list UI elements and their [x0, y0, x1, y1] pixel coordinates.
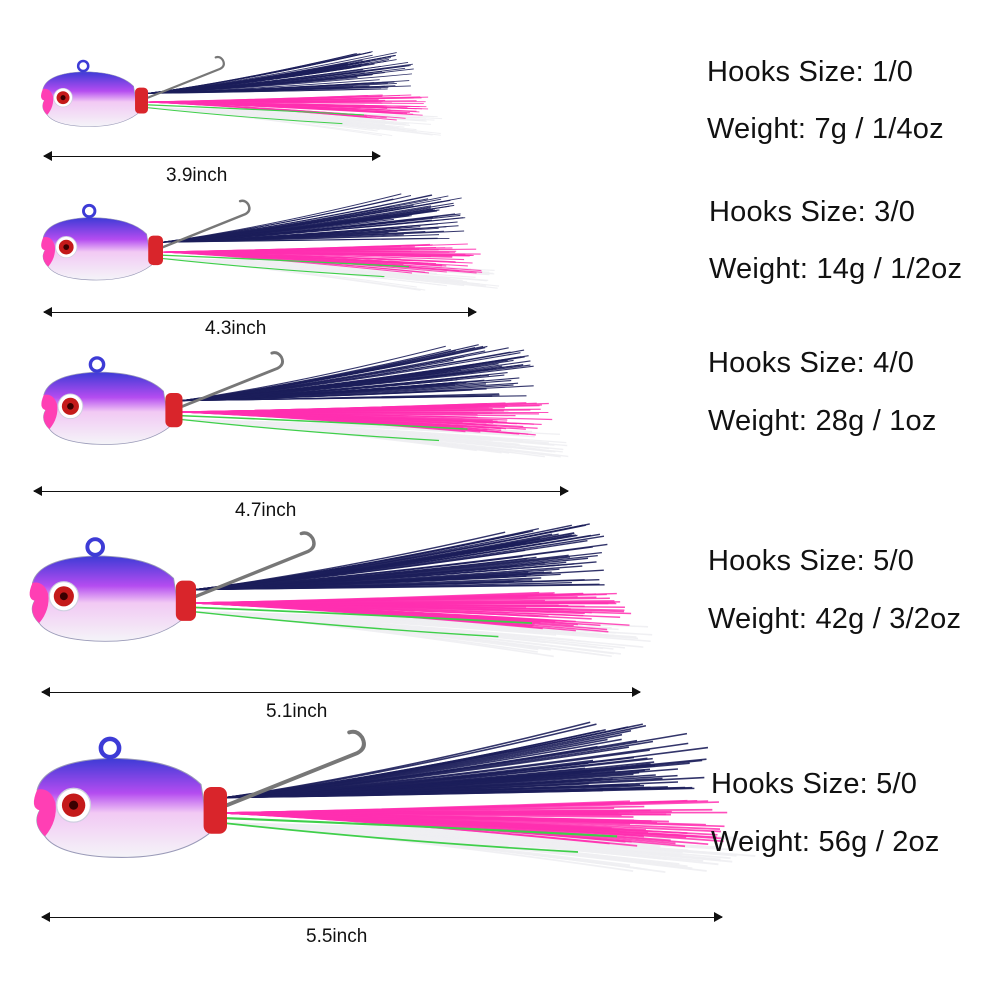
- hook: [225, 729, 366, 808]
- lure-graphic: [41, 344, 569, 458]
- length-arrow: [43, 151, 381, 161]
- length-arrow: [41, 687, 641, 697]
- length-arrow: [43, 307, 477, 317]
- hook-size-label: Hooks Size: 3/0: [709, 196, 916, 228]
- bucktail-jig-image: [29, 523, 653, 658]
- length-label: 4.7inch: [235, 500, 297, 521]
- hook: [161, 199, 251, 249]
- thread-wrap: [175, 580, 196, 621]
- flash-strand: [226, 817, 618, 838]
- lure-row-5: 5.5inch Hooks Size: 5/0 Weight: 56g / 2o…: [33, 721, 940, 947]
- lure-row-1: 3.9inch Hooks Size: 1/0 Weight: 7g / 1/4…: [0, 0, 1000, 190]
- bucktail-hair: [182, 344, 569, 458]
- line-tie-icon: [98, 736, 122, 760]
- weight-label: Weight: 56g / 2oz: [711, 826, 940, 858]
- thread-wrap: [165, 393, 183, 428]
- jig-mouth: [41, 394, 58, 430]
- length-arrow: [33, 486, 569, 496]
- jig-mouth: [41, 237, 56, 267]
- weight-label: Weight: 28g / 1oz: [708, 405, 937, 437]
- flash-strand: [162, 254, 410, 268]
- bucktail-hair: [147, 51, 443, 137]
- thread-wrap: [135, 87, 148, 114]
- bucktail-jig-image: [41, 193, 500, 291]
- weight-label: Weight: 7g / 1/4oz: [707, 113, 944, 145]
- flash-strand: [182, 415, 468, 430]
- line-tie-icon: [82, 203, 97, 219]
- hook: [146, 55, 225, 99]
- flash-strand: [195, 611, 499, 638]
- bucktail-hair: [162, 193, 500, 291]
- bucktail-jig-image: [41, 344, 569, 458]
- flash-strand: [195, 606, 533, 625]
- hook-size-label: Hooks Size: 4/0: [708, 347, 915, 379]
- lure-row-4: 5.1inch Hooks Size: 5/0 Weight: 42g / 3/…: [29, 523, 962, 722]
- lure-graphic: [41, 51, 443, 137]
- lure-row-3: 4.7inch Hooks Size: 4/0 Weight: 28g / 1o…: [33, 344, 937, 521]
- bucktail-jig-image: [33, 721, 756, 874]
- jig-mouth: [41, 88, 54, 115]
- line-tie-icon: [88, 356, 106, 373]
- line-tie-icon: [85, 537, 106, 557]
- weight-label: Weight: 42g / 3/2oz: [708, 603, 962, 635]
- lure-graphic: [33, 721, 756, 874]
- flash-strand: [182, 418, 440, 442]
- lure-row-2: 4.3inch Hooks Size: 3/0 Weight: 14g / 1/…: [0, 0, 1000, 350]
- flash-strand: [147, 107, 343, 125]
- weight-label: Weight: 14g / 1/2oz: [709, 253, 963, 285]
- length-label: 4.3inch: [205, 318, 267, 339]
- flash-strand: [162, 258, 385, 278]
- hook-size-label: Hooks Size: 5/0: [708, 545, 915, 577]
- flash-strand: [147, 104, 365, 116]
- bucktail-hair: [195, 523, 653, 658]
- flash-strand: [226, 822, 579, 853]
- hook-size-label: Hooks Size: 1/0: [707, 56, 914, 88]
- line-tie-icon: [76, 59, 90, 73]
- thread-wrap: [148, 235, 163, 266]
- jig-mouth: [29, 582, 49, 624]
- length-label: 3.9inch: [166, 165, 228, 186]
- length-arrow: [41, 912, 723, 922]
- thread-wrap: [203, 787, 227, 834]
- bucktail-jig-image: [41, 51, 443, 137]
- length-label: 5.5inch: [306, 926, 368, 947]
- hook-size-label: Hooks Size: 5/0: [711, 768, 918, 800]
- hook: [181, 351, 284, 408]
- lure-graphic: [41, 193, 500, 291]
- bucktail-hair: [226, 721, 756, 874]
- jig-mouth: [33, 789, 56, 837]
- lure-graphic: [29, 523, 653, 658]
- hook: [194, 531, 316, 598]
- length-label: 5.1inch: [266, 701, 328, 722]
